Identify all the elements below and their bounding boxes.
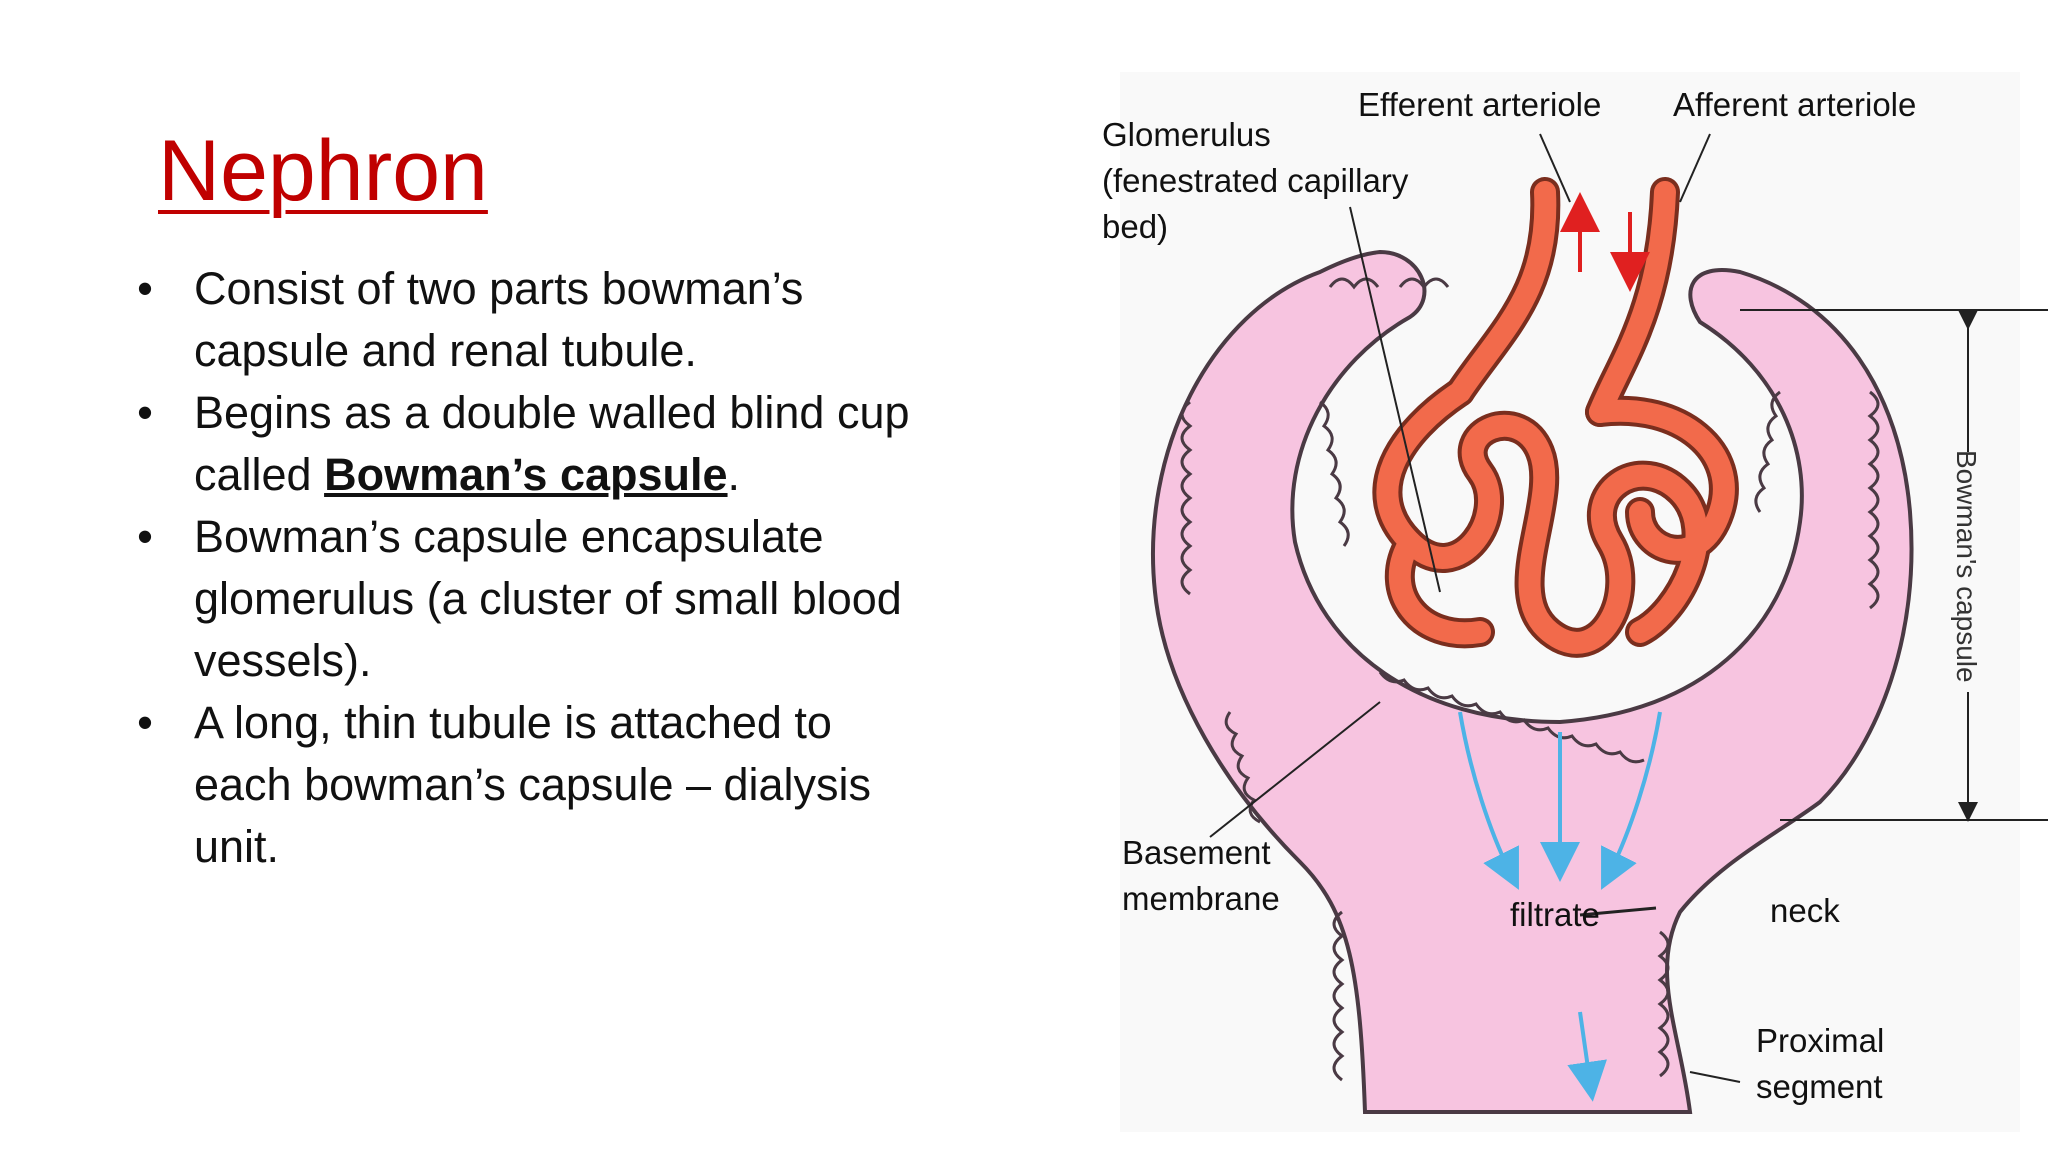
bullet-dot-icon: • xyxy=(137,387,153,438)
epithelial-cells xyxy=(1180,277,1880,1082)
proximal-segment-label-line: segment xyxy=(1756,1068,1883,1105)
bowmans-capsule-illustration xyxy=(1120,72,2048,1132)
bullet-dot-icon: • xyxy=(137,263,153,314)
bowmans-capsule-dimension xyxy=(1740,309,2048,822)
neck-label: neck xyxy=(1770,892,1840,929)
bullet-text: Consist of two parts bowman’s capsule an… xyxy=(194,263,804,376)
glomerulus-label-line: (fenestrated capillary xyxy=(1102,162,1409,199)
bowmans-capsule-vertical-label: Bowman's capsule xyxy=(1951,450,1982,683)
basement-membrane-label: Basement membrane xyxy=(1122,830,1280,922)
slide-title: Nephron xyxy=(158,123,488,219)
bullet-text: Begins as a double walled blind cup call… xyxy=(194,387,910,500)
bullet-text-suffix: . xyxy=(727,449,741,500)
basement-membrane-label-line: membrane xyxy=(1122,880,1280,917)
efferent-arteriole-label: Efferent arteriole xyxy=(1358,86,1602,123)
bowmans-capsule-term: Bowman’s capsule xyxy=(324,449,728,500)
nephron-diagram: Efferent arteriole Afferent arteriole Gl… xyxy=(1080,72,2048,1152)
capsule-wall xyxy=(1150,249,1914,1114)
proximal-segment-label: Proximal segment xyxy=(1756,1018,1884,1110)
bullet-item: • Bowman’s capsule encapsulate glomerulu… xyxy=(130,506,930,692)
bullet-text: A long, thin tubule is attached to each … xyxy=(194,697,872,872)
glomerulus-label-line: bed) xyxy=(1102,208,1169,245)
filtrate-label: filtrate xyxy=(1510,896,1600,933)
glomerulus-label: Glomerulus (fenestrated capillary bed) xyxy=(1102,112,1408,250)
glomerulus-capillaries xyxy=(1376,181,1735,654)
basement-membrane-label-line: Basement xyxy=(1122,834,1271,871)
leader-lines xyxy=(1209,133,1741,1083)
bullet-list: • Consist of two parts bowman’s capsule … xyxy=(130,258,930,878)
proximal-segment-label-line: Proximal xyxy=(1756,1022,1885,1059)
filtrate-arrows xyxy=(1458,711,1662,1102)
glomerulus-label-line: Glomerulus xyxy=(1102,116,1271,153)
bullet-item: • Begins as a double walled blind cup ca… xyxy=(130,382,930,506)
bullet-item: • Consist of two parts bowman’s capsule … xyxy=(130,258,930,382)
afferent-arteriole-label: Afferent arteriole xyxy=(1673,86,1917,123)
bullet-dot-icon: • xyxy=(137,511,153,562)
bullet-dot-icon: • xyxy=(137,697,153,748)
bullet-item: • A long, thin tubule is attached to eac… xyxy=(130,692,930,878)
bullet-text: Bowman’s capsule encapsulate glomerulus … xyxy=(194,511,902,686)
